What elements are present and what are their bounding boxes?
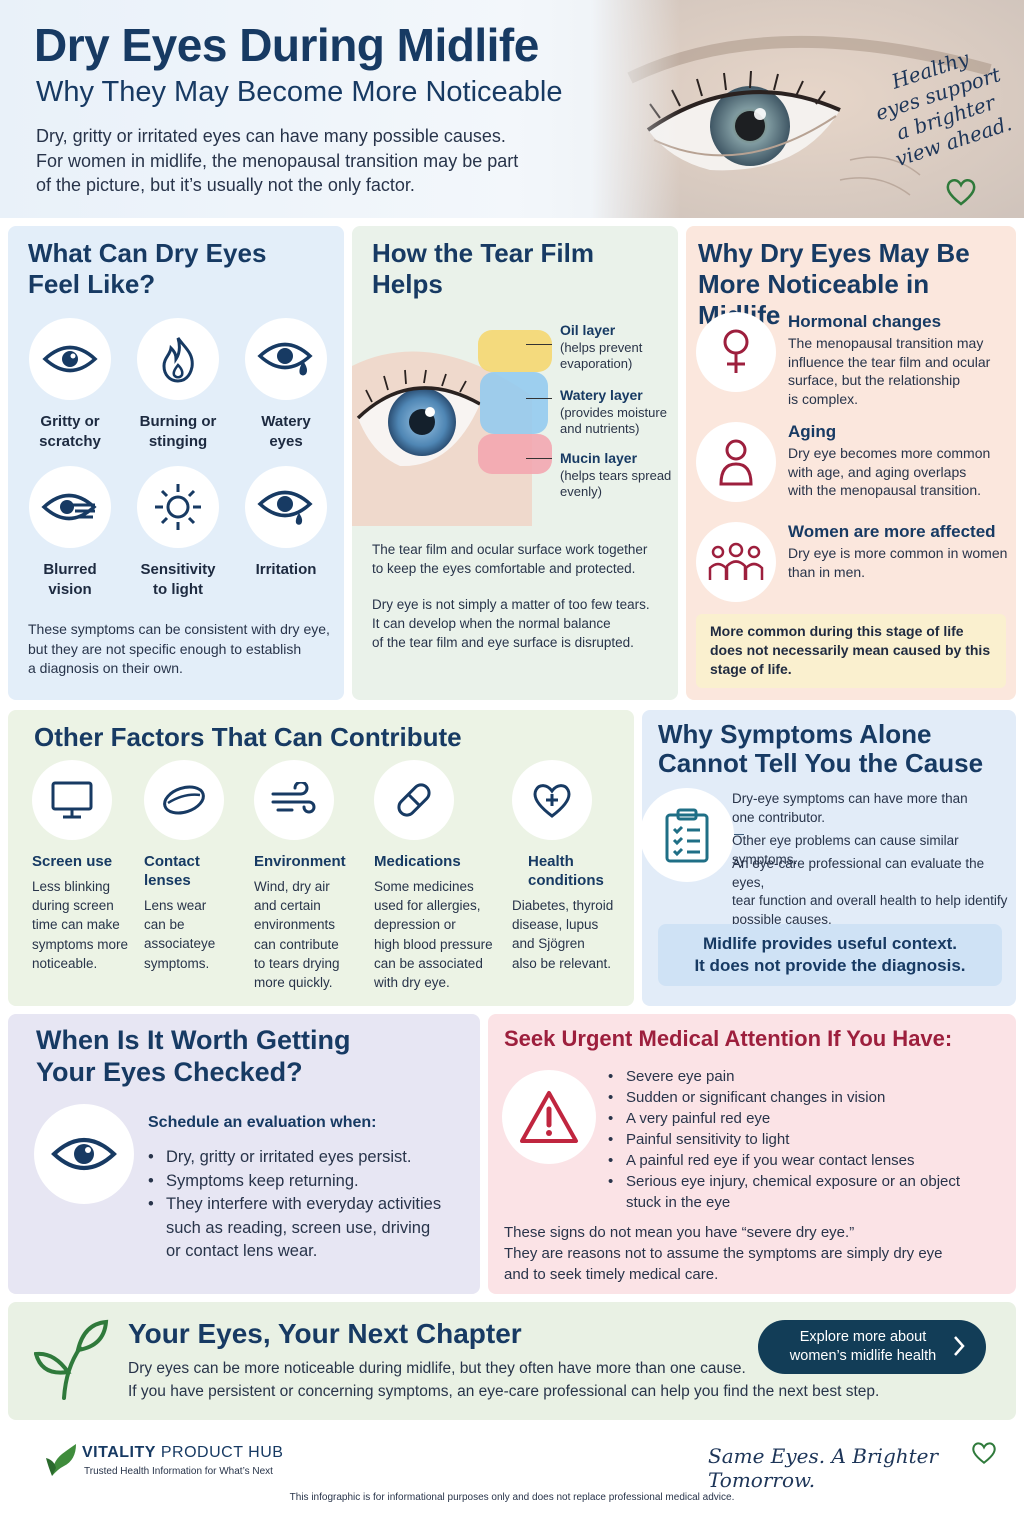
eyes-checked-title: When Is It Worth Getting Your Eyes Check…: [36, 1025, 351, 1087]
tear-film-card: How the Tear Film Helps Oil layer (helps…: [352, 226, 678, 700]
mucin-layer-block: [478, 434, 552, 474]
blurred-eye-icon: [29, 466, 111, 548]
evaluation-subtitle: Schedule an evaluation when:: [148, 1114, 377, 1131]
person-icon: [696, 422, 776, 502]
sprout-icon: [34, 1319, 109, 1400]
oil-layer-label: Oil layer (helps prevent evaporation): [560, 322, 643, 371]
next-chapter-title: Your Eyes, Your Next Chapter: [128, 1318, 522, 1349]
sun-icon: [137, 466, 219, 548]
list-item: A painful red eye if you wear contact le…: [608, 1150, 1008, 1171]
factor-screen: Screen use Less blinking during screen t…: [32, 760, 150, 973]
list-item: Sudden or significant changes in vision: [608, 1087, 1008, 1108]
heart-outline-icon: [946, 179, 976, 206]
next-chapter-line-2: If you have persistent or concerning sym…: [128, 1383, 880, 1400]
midlife-women: Women are more affected Dry eye is more …: [696, 522, 1012, 608]
eye-icon: [34, 1104, 134, 1204]
next-chapter-card: Your Eyes, Your Next Chapter Dry eyes ca…: [8, 1302, 1016, 1420]
tear-film-title: How the Tear Film Helps: [372, 238, 594, 299]
mucin-layer-label: Mucin layer (helps tears spread evenly): [560, 450, 672, 499]
factor-environment: Environment Wind, dry air and certain en…: [254, 760, 372, 992]
alone-point-2: Other eye problems can cause similar sym…: [732, 833, 959, 867]
symptoms-title: What Can Dry Eyes Feel Like?: [28, 238, 267, 299]
midlife-title: Why Dry Eyes May Be More Noticeable in M…: [698, 238, 970, 330]
midlife-hormonal: Hormonal changes The menopausal transiti…: [696, 312, 1012, 412]
midlife-callout: More common during this stage of life do…: [696, 614, 1006, 688]
heart-outline-icon: [972, 1442, 996, 1465]
list-item: Dry, gritty or irritated eyes persist.: [148, 1146, 468, 1170]
tear-film-paragraph-2: Dry eye is not simply a matter of too fe…: [372, 597, 650, 650]
chevron-right-icon: [954, 1336, 965, 1356]
list-item: A very painful red eye: [608, 1108, 1008, 1129]
clipboard-checklist-icon: [640, 788, 734, 882]
oil-layer-block: [478, 330, 552, 372]
list-item: Severe eye pain: [608, 1066, 1008, 1087]
intro-text: Dry, gritty or irritated eyes can have m…: [36, 126, 519, 195]
factors-title: Other Factors That Can Contribute: [34, 722, 462, 752]
list-item: Serious eye injury, chemical exposure or…: [608, 1171, 1008, 1213]
disclaimer: This infographic is for informational pu…: [289, 1492, 735, 1503]
eyes-checked-card: When Is It Worth Getting Your Eyes Check…: [8, 1014, 480, 1294]
page-subtitle: Why They May Become More Noticeable: [36, 76, 563, 108]
watery-eye-icon: [245, 318, 327, 400]
symptom-irritation: Irritation: [234, 466, 338, 580]
midlife-aging: Aging Dry eye becomes more common with a…: [696, 422, 1012, 512]
evaluation-list: Dry, gritty or irritated eyes persist. S…: [148, 1146, 468, 1264]
explore-midlife-health-button[interactable]: Explore more about women’s midlife healt…: [758, 1320, 986, 1374]
eye-icon: [29, 318, 111, 400]
pill-icon: [374, 760, 454, 840]
alone-point-1: Dry-eye symptoms can have more than one …: [732, 791, 968, 825]
eye-photo: [590, 0, 1024, 218]
urgent-list: Severe eye pain Sudden or significant ch…: [608, 1066, 1008, 1213]
header-banner: Dry Eyes During Midlife Why They May Bec…: [0, 0, 1024, 218]
next-chapter-line-1: Dry eyes can be more noticeable during m…: [128, 1360, 746, 1377]
symptoms-alone-title: Why Symptoms Alone Cannot Tell You the C…: [658, 719, 984, 778]
urgent-title: Seek Urgent Medical Attention If You Hav…: [504, 1026, 953, 1051]
irritated-eye-icon: [245, 466, 327, 548]
footer-slogan: Same Eyes. A Brighter Tomorrow.: [708, 1444, 939, 1492]
watery-layer-label: Watery layer (provides moisture and nutr…: [560, 387, 667, 436]
list-item: They interfere with everyday activities …: [148, 1193, 468, 1264]
list-item: Symptoms keep returning.: [148, 1170, 468, 1194]
alone-callout: Midlife provides useful context. It does…: [658, 924, 1002, 986]
watery-layer-block: [480, 372, 548, 434]
symptoms-alone-card: Why Symptoms Alone Cannot Tell You the C…: [640, 710, 1016, 1006]
group-icon: [696, 522, 776, 602]
urgent-note: These signs do not mean you have “severe…: [504, 1224, 943, 1283]
midlife-card: Why Dry Eyes May Be More Noticeable in M…: [686, 226, 1016, 700]
symptoms-note: These symptoms can be consistent with dr…: [28, 621, 330, 676]
contact-lens-icon: [144, 760, 224, 840]
monitor-icon: [32, 760, 112, 840]
factors-card: Other Factors That Can Contribute Screen…: [8, 710, 634, 1006]
flame-icon: [137, 318, 219, 400]
list-item: Painful sensitivity to light: [608, 1129, 1008, 1150]
tear-film-paragraph-1: The tear film and ocular surface work to…: [372, 542, 648, 576]
alone-point-3: An eye-care professional can evaluate th…: [732, 856, 1008, 927]
factor-medications: Medications Some medicines used for alle…: [374, 760, 504, 992]
brand-tagline: Trusted Health Information for What’s Ne…: [84, 1466, 273, 1477]
heart-plus-icon: [512, 760, 592, 840]
brand-name: VITALITY PRODUCT HUB: [82, 1444, 284, 1461]
warning-triangle-icon: [502, 1070, 596, 1164]
page-title: Dry Eyes During Midlife: [34, 19, 539, 71]
urgent-card: Seek Urgent Medical Attention If You Hav…: [488, 1014, 1016, 1294]
female-symbol-icon: [696, 312, 776, 392]
wind-icon: [254, 760, 334, 840]
brand-logo-icon: [46, 1444, 76, 1476]
